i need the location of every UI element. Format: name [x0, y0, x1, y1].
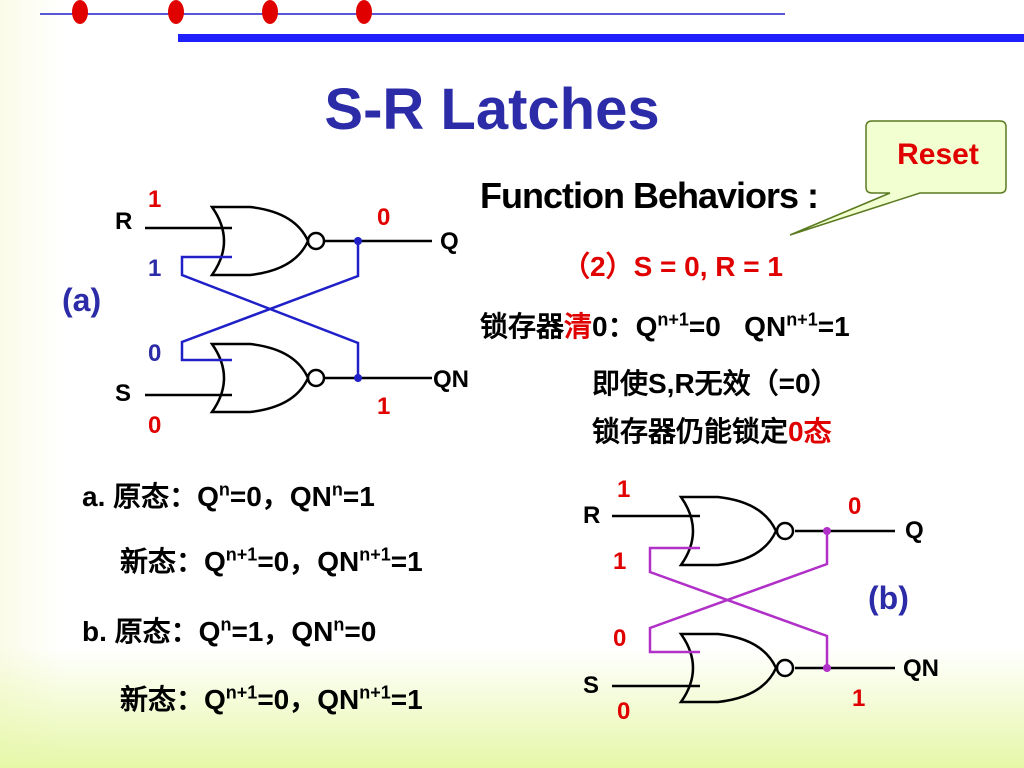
- lock-line: 锁存器仍能锁定0态: [592, 410, 832, 450]
- b-feedback-from-qn: [648, 546, 829, 668]
- lock-prefix: 锁存器仍能锁定: [592, 416, 789, 447]
- b-nor-gate-top: [678, 495, 778, 567]
- a-junction-qn: [354, 374, 362, 382]
- a-inverter-bubble-bottom: [306, 368, 326, 388]
- case-b-orig-sup2: n: [333, 614, 345, 635]
- header-bead-1: [72, 0, 88, 24]
- a-inverter-bubble-top: [306, 231, 326, 251]
- a-nor-gate-top: [209, 205, 310, 277]
- header-bead-2: [168, 0, 184, 24]
- case-a-orig-sup1: n: [218, 479, 230, 500]
- a-value-r: 1: [148, 186, 162, 213]
- b-value-qn: 1: [852, 685, 866, 712]
- a-label-r: R: [115, 208, 133, 235]
- a-value-feedback-top: 1: [148, 255, 162, 282]
- a-label-qn: QN: [433, 366, 469, 393]
- a-value-s: 0: [148, 412, 162, 439]
- case-a-new-label: 新态：Q: [120, 546, 226, 577]
- function-heading: Function Behaviors :: [480, 175, 819, 216]
- callout-shape: [789, 120, 1007, 236]
- a-feedback-from-q: [180, 241, 360, 362]
- b-junction-q: [823, 527, 831, 535]
- a-value-q: 0: [377, 204, 391, 231]
- case-b-orig-label: b. 原态：Q: [82, 616, 221, 647]
- case-a-new-sup2: n+1: [359, 544, 391, 565]
- callout-bubble: [789, 120, 1007, 236]
- case-a-new-mid: =0，QN: [257, 546, 360, 577]
- b-feedback-from-q: [648, 531, 829, 654]
- case-b-orig-mid: =1，QN: [231, 616, 334, 647]
- header-bead-4: [356, 0, 372, 24]
- a-junction-q: [354, 237, 362, 245]
- clear-sup-2: n+1: [786, 309, 818, 330]
- decorative-strip: [0, 0, 62, 768]
- case-a-new-end: =1: [390, 546, 423, 577]
- callout-label: Reset: [897, 138, 979, 171]
- case-a-orig-label: a. 原态：Q: [82, 481, 219, 512]
- b-value-q: 0: [848, 493, 862, 520]
- clear-line-prefix: 锁存器: [480, 311, 565, 342]
- a-feedback-from-qn: [180, 255, 360, 378]
- b-junction-qn: [823, 664, 831, 672]
- b-label-r: R: [583, 502, 601, 529]
- case-b-new-label: 新态：Q: [120, 684, 226, 715]
- b-value-feedback-top: 1: [613, 548, 627, 575]
- b-value-r: 1: [617, 476, 631, 503]
- a-diagram-label: (a): [62, 282, 102, 318]
- b-value-feedback-bottom: 0: [613, 625, 627, 652]
- a-value-feedback-bottom: 0: [148, 340, 162, 367]
- case-b-new-end: =1: [390, 684, 423, 715]
- case-b-orig-end: =0: [344, 616, 377, 647]
- case-a-original: a. 原态：Qn=0，QNn=1: [82, 475, 375, 515]
- page-title: S-R Latches: [324, 77, 660, 142]
- case-label: （2）S = 0, R = 1: [562, 251, 783, 282]
- clear-end: =1: [817, 311, 850, 342]
- case-a-orig-sup2: n: [331, 479, 343, 500]
- clear-mid: =0 QN: [688, 311, 787, 342]
- case-b-original: b. 原态：Qn=1，QNn=0: [82, 610, 376, 650]
- invalid-line: 即使S,R无效（=0）: [592, 368, 839, 399]
- lock-suffix: 0态: [788, 416, 832, 447]
- case-b-new-sup2: n+1: [359, 682, 391, 703]
- clear-zero: 0: [592, 311, 608, 342]
- case-a-orig-mid: =0，QN: [229, 481, 332, 512]
- clear-word: 清: [564, 311, 593, 342]
- case-a-new: 新态：Qn+1=0，QNn+1=1: [120, 540, 423, 580]
- a-label-s: S: [115, 380, 132, 407]
- b-value-s: 0: [617, 698, 631, 725]
- b-inverter-bubble-bottom: [775, 658, 795, 678]
- header-bead-3: [262, 0, 278, 24]
- case-b-new: 新态：Qn+1=0，QNn+1=1: [120, 678, 423, 718]
- case-a-orig-end: =1: [342, 481, 375, 512]
- a-nor-gate-bottom: [209, 342, 310, 414]
- b-label-q: Q: [905, 517, 924, 544]
- clear-sup-1: n+1: [657, 309, 689, 330]
- clear-line: 锁存器清0：Qn+1=0 QNn+1=1: [480, 305, 850, 345]
- case-b-new-mid: =0，QN: [257, 684, 360, 715]
- b-nor-gate-bottom: [678, 632, 778, 704]
- b-diagram-label: (b): [868, 580, 909, 616]
- header-decoration: [40, 0, 1024, 42]
- b-label-s: S: [583, 672, 600, 699]
- case-b-new-sup1: n+1: [225, 682, 258, 703]
- a-value-qn: 1: [377, 393, 391, 420]
- clear-sep: ：Q: [607, 311, 658, 342]
- a-label-q: Q: [440, 228, 459, 255]
- case-a-new-sup1: n+1: [225, 544, 258, 565]
- b-label-qn: QN: [903, 655, 939, 682]
- case-b-orig-sup1: n: [220, 614, 232, 635]
- b-inverter-bubble-top: [775, 521, 795, 541]
